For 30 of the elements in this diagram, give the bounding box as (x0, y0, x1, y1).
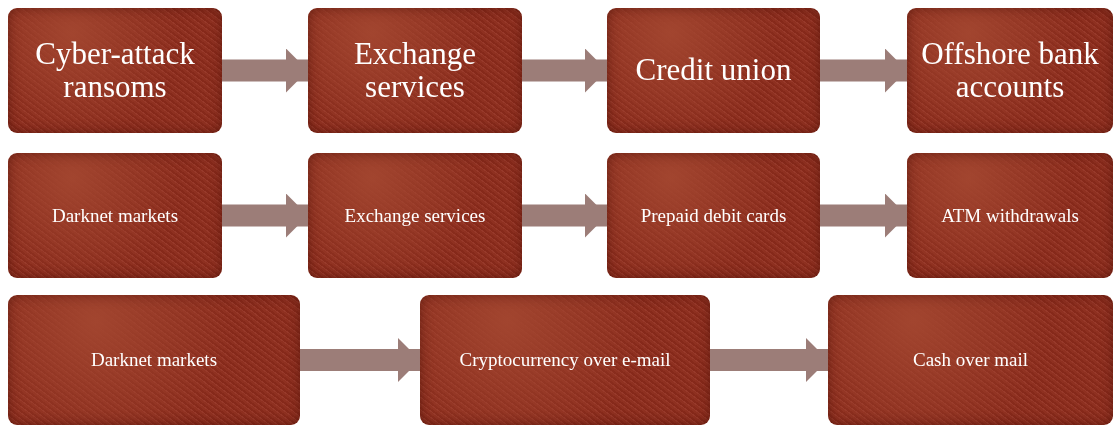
box-label: Exchange services (352, 37, 478, 104)
process-box (8, 295, 300, 425)
box-label: Exchange services (344, 203, 486, 228)
box-label: Darknet markets (51, 203, 179, 228)
process-box (607, 8, 820, 133)
box-label: Prepaid debit cards (640, 203, 787, 228)
process-box (308, 153, 522, 278)
block-arrow (222, 193, 308, 238)
block-arrow (300, 338, 420, 382)
process-box (907, 8, 1113, 133)
process-box (8, 153, 222, 278)
box-label: Cryptocurrency over e-mail (459, 348, 671, 372)
process-box (828, 295, 1113, 425)
process-box (420, 295, 710, 425)
process-box (607, 153, 820, 278)
process-box (8, 8, 222, 133)
process-box (907, 153, 1113, 278)
block-arrow (820, 193, 907, 238)
box-label: Cyber-attack ransoms (34, 37, 196, 104)
block-arrow (820, 48, 907, 93)
box-label: Darknet markets (90, 348, 218, 372)
block-arrow (522, 193, 607, 238)
box-label: Credit union (635, 54, 792, 87)
box-label: Offshore bank accounts (920, 37, 1100, 104)
block-arrow (710, 338, 828, 382)
process-box (308, 8, 522, 133)
box-label: ATM withdrawals (941, 203, 1079, 228)
block-arrow (522, 48, 607, 93)
block-arrow (222, 48, 308, 93)
box-label: Cash over mail (913, 348, 1028, 372)
